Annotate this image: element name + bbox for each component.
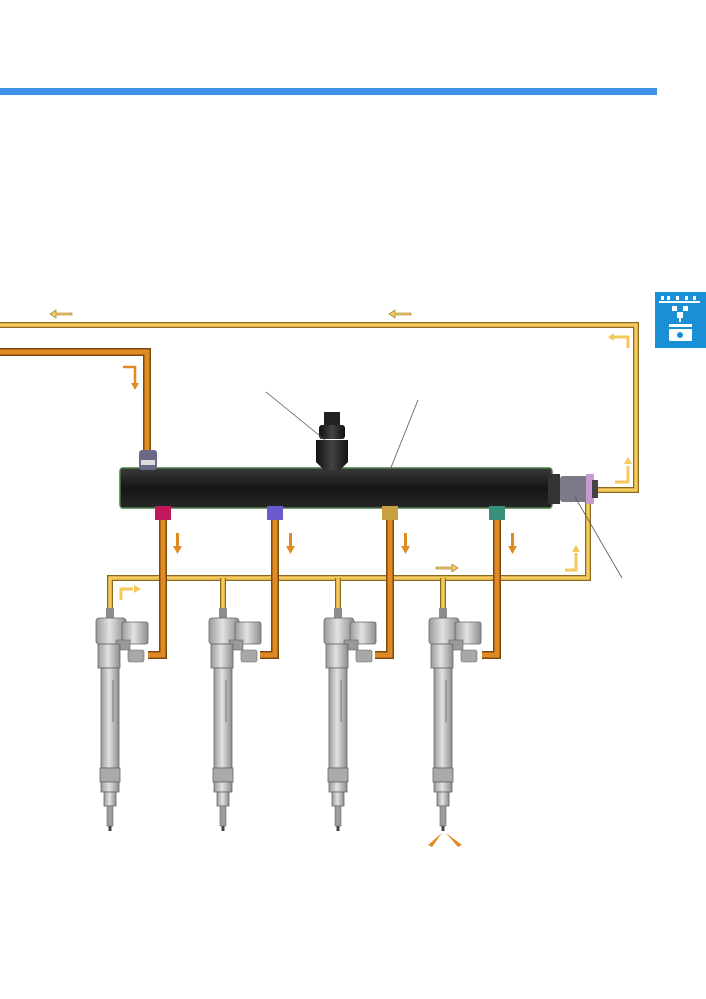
rail-outlet-fittings [155, 506, 505, 520]
callout-leader-lines [265, 391, 623, 579]
feed-flow-arrow-down [123, 365, 139, 390]
rail-pressure-sensor [316, 412, 348, 470]
fuel-spray [428, 833, 462, 847]
common-rail [119, 467, 560, 509]
injectors [95, 608, 482, 831]
return-flow-arrow-collector-up [565, 545, 580, 572]
injector-high-pressure-lines [148, 515, 501, 659]
rail-inlet-fitting [139, 450, 157, 470]
flow-arrows [49, 309, 632, 600]
injector-3 [323, 608, 377, 831]
injector-4 [428, 608, 482, 831]
return-line-top [0, 322, 639, 493]
return-flow-arrow-corner-right [615, 457, 632, 484]
system-section-icon [659, 296, 700, 341]
return-line-collector [107, 490, 591, 612]
header-accent-rule [0, 88, 657, 95]
high-pressure-feed-line [0, 348, 151, 452]
return-flow-arrow-corner-top [608, 333, 630, 348]
injector-2 [208, 608, 262, 831]
return-flow-arrow-mid [388, 309, 412, 319]
return-flow-arrow-left [49, 309, 73, 319]
return-flow-arrow-injector1 [119, 585, 141, 600]
section-tab[interactable] [655, 292, 706, 348]
return-flow-arrow-collector-right [435, 563, 459, 573]
pressure-control-valve [560, 474, 598, 504]
injector-flow-arrows-down [173, 533, 517, 554]
injector-1 [95, 608, 149, 831]
